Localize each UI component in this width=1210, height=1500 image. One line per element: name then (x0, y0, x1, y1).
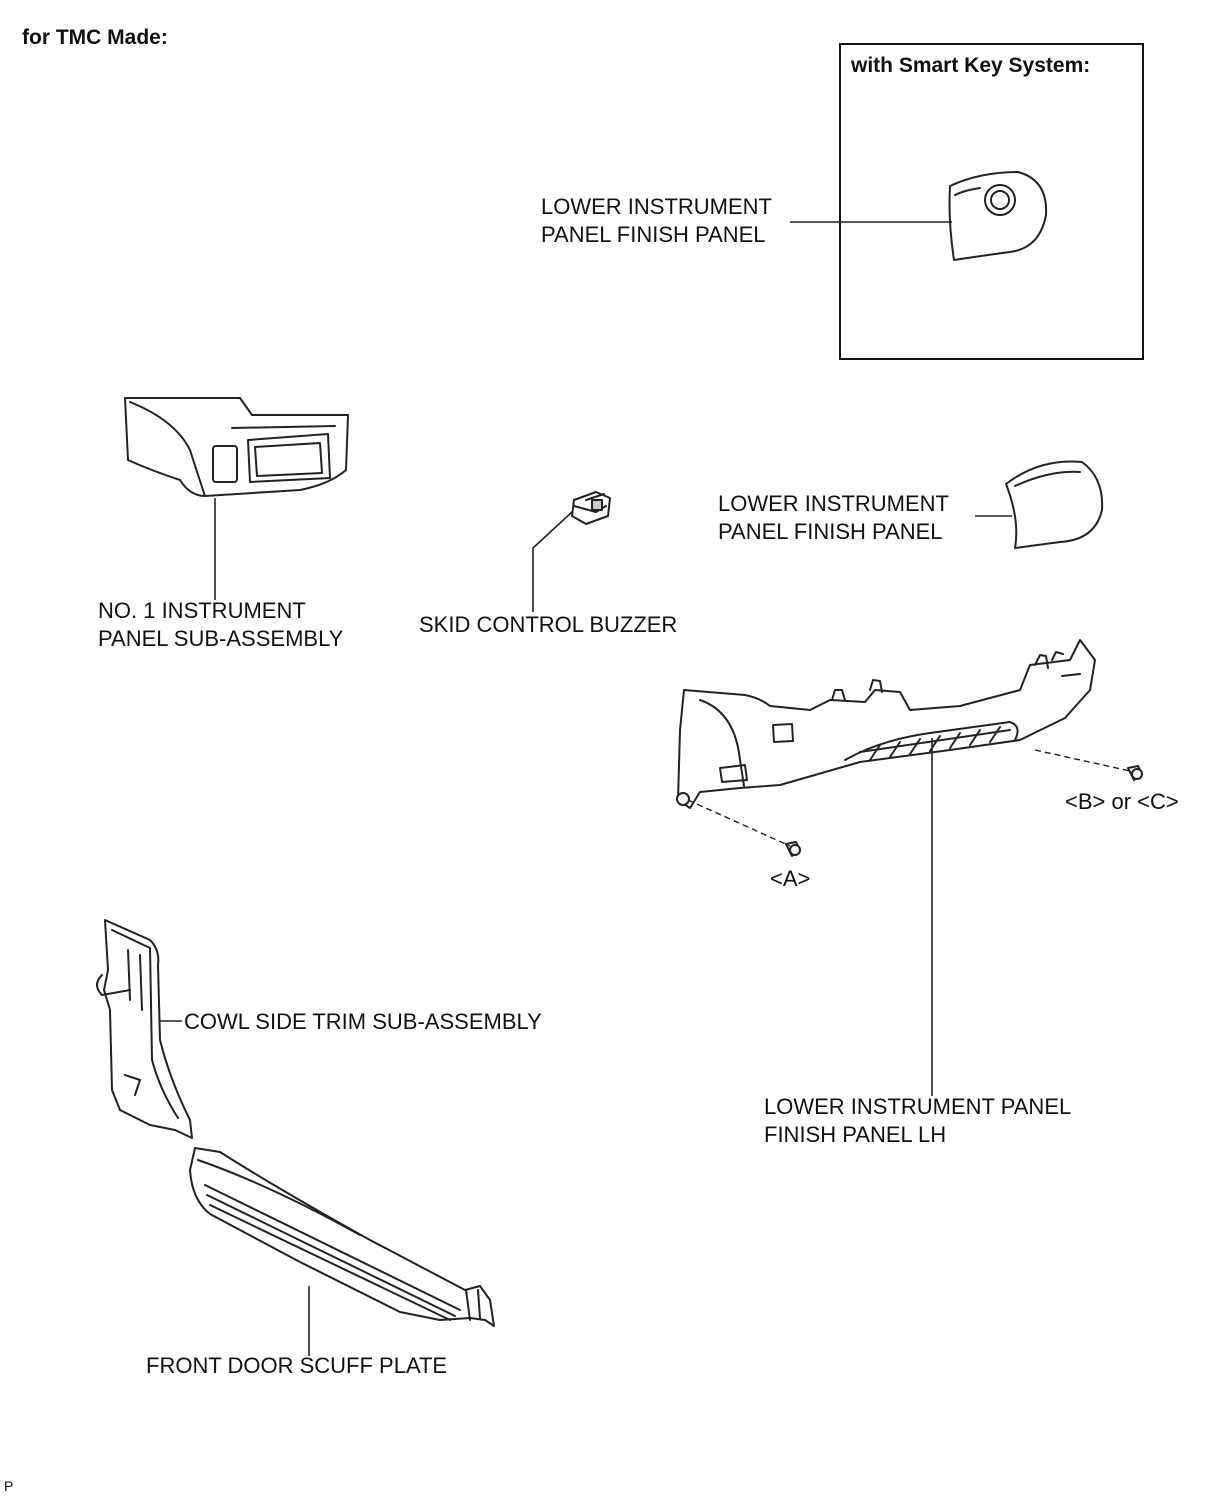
label-finish-panel-2: PANEL FINISH PANEL (718, 519, 943, 544)
label-buzzer: SKID CONTROL BUZZER (419, 612, 678, 637)
inset-title: with Smart Key System: (851, 54, 1091, 77)
label-cowl-trim: COWL SIDE TRIM SUB-ASSEMBLY (184, 1009, 542, 1034)
label-finish-lh-2: FINISH PANEL LH (764, 1122, 947, 1147)
label-screw-bc: <B> or <C> (1065, 789, 1179, 814)
label-no1-panel-2: PANEL SUB-ASSEMBLY (98, 626, 344, 651)
cowl-trim-drawing (96, 919, 193, 1139)
label-screw-a: <A> (770, 866, 811, 891)
label-finish-panel-1: LOWER INSTRUMENT (718, 491, 949, 516)
smart-key-inset: with Smart Key System: (839, 43, 1144, 360)
finish-lh-drawing (676, 639, 1096, 809)
label-no1-panel-1: NO. 1 INSTRUMENT (98, 598, 306, 623)
label-finish-panel-inset-2: PANEL FINISH PANEL (541, 222, 766, 247)
inset-finish-panel (948, 171, 1048, 261)
finish-panel-drawing (1005, 460, 1104, 549)
figure-code: P (4, 1478, 14, 1494)
label-scuff-plate: FRONT DOOR SCUFF PLATE (146, 1353, 448, 1378)
page-title: for TMC Made: (22, 26, 168, 49)
no1-panel-drawing (124, 397, 349, 497)
screw-bc-drawing (1127, 765, 1143, 781)
label-finish-lh-1: LOWER INSTRUMENT PANEL (764, 1094, 1072, 1119)
screw-a-drawing (785, 841, 801, 857)
buzzer-drawing (571, 491, 611, 525)
label-finish-panel-inset-1: LOWER INSTRUMENT (541, 194, 772, 219)
scuff-plate-drawing (189, 1147, 495, 1327)
